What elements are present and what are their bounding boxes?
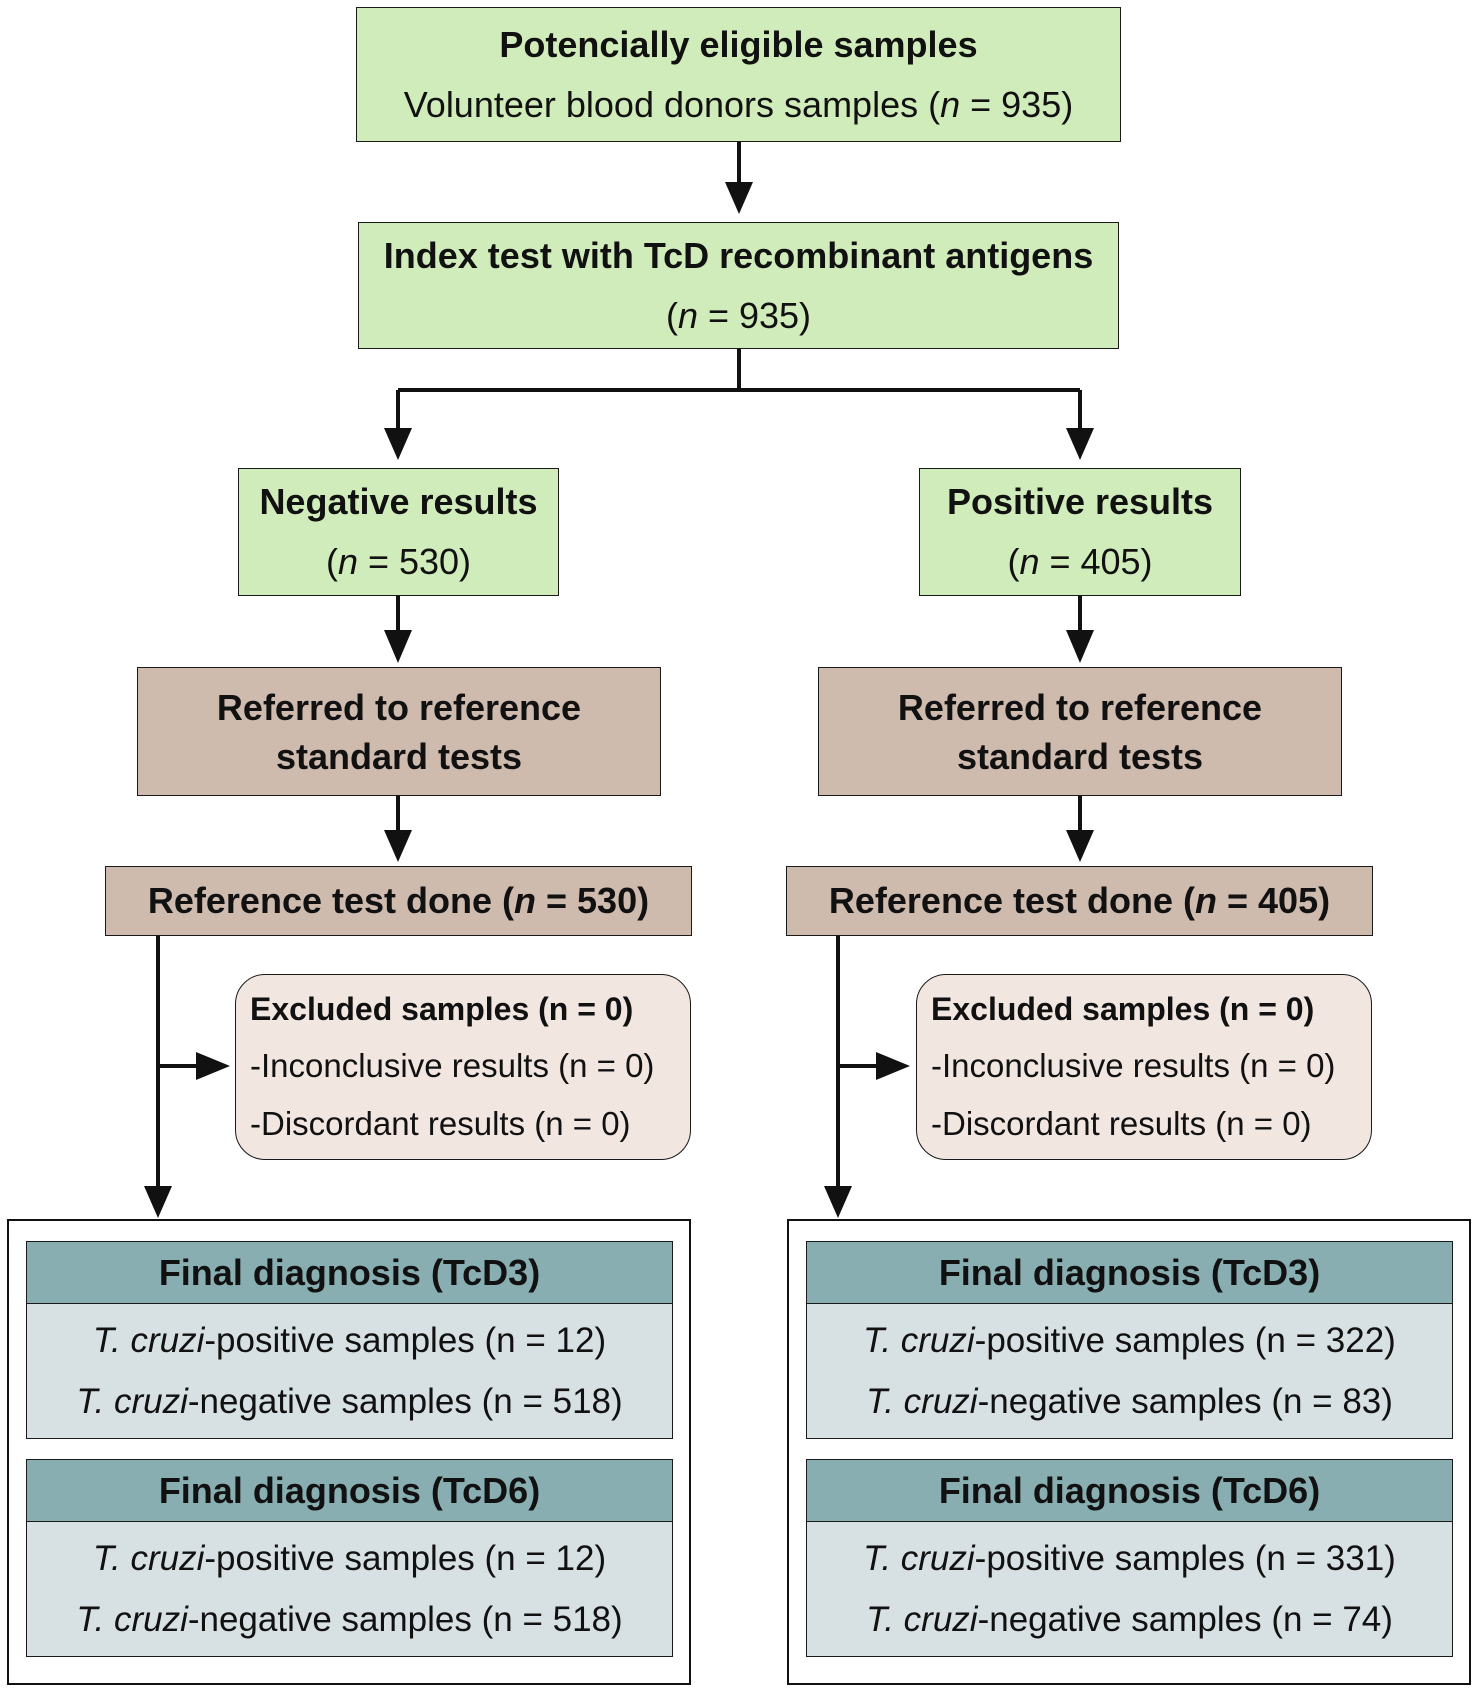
excluded-left-inconclusive: -Inconclusive results (n = 0)	[250, 1046, 655, 1084]
referred-right-box: Referred to reference standard tests	[818, 667, 1342, 796]
left-tcd3-positive: T. cruzi-positive samples (n = 12)	[92, 1321, 607, 1360]
ref-done-right-box: Reference test done (n = 405)	[786, 866, 1373, 936]
arrowhead	[725, 182, 753, 214]
arrowhead	[1066, 630, 1094, 663]
negative-title: Negative results	[259, 481, 538, 522]
left-tcd6-positive: T. cruzi-positive samples (n = 12)	[92, 1539, 607, 1578]
index-title: Index test with TcD recombinant antigens	[383, 234, 1094, 276]
left-tcd6-negative: T. cruzi-negative samples (n = 518)	[76, 1600, 623, 1639]
arrowhead	[384, 630, 412, 663]
left-tcd3-header: Final diagnosis (TcD3)	[26, 1241, 673, 1305]
arrowhead	[1066, 428, 1094, 460]
potential-count: Volunteer blood donors samples (n = 935)	[403, 83, 1074, 125]
excluded-right-inconclusive: -Inconclusive results (n = 0)	[931, 1046, 1336, 1084]
arrowhead	[384, 830, 412, 862]
referred-left-box: Referred to reference standard tests	[137, 667, 661, 796]
index-count: (n = 935)	[665, 294, 812, 336]
referred-right-line1: Referred to reference	[897, 686, 1263, 728]
excluded-right-discordant: -Discordant results (n = 0)	[931, 1104, 1312, 1142]
excluded-left-discordant: -Discordant results (n = 0)	[250, 1104, 631, 1142]
right-tcd3-body: T. cruzi-positive samples (n = 322) T. c…	[806, 1303, 1453, 1439]
referred-left-line1: Referred to reference	[216, 686, 582, 728]
ref-done-right-text: Reference test done (n = 405)	[828, 880, 1331, 921]
index-test-box: Index test with TcD recombinant antigens…	[358, 222, 1119, 349]
ref-done-left-box: Reference test done (n = 530)	[105, 866, 692, 936]
left-tcd6-header: Final diagnosis (TcD6)	[26, 1459, 673, 1523]
left-tcd6-body: T. cruzi-positive samples (n = 12) T. cr…	[26, 1521, 673, 1657]
excluded-left-title: Excluded samples (n = 0)	[250, 990, 634, 1027]
excluded-right-box: Excluded samples (n = 0) -Inconclusive r…	[916, 974, 1372, 1160]
arrowhead	[144, 1186, 172, 1218]
right-tcd3-positive: T. cruzi-positive samples (n = 322)	[863, 1321, 1396, 1360]
left-tcd3-body: T. cruzi-positive samples (n = 12) T. cr…	[26, 1303, 673, 1439]
arrowhead	[384, 428, 412, 460]
positive-count: (n = 405)	[1007, 541, 1153, 582]
right-tcd6-header: Final diagnosis (TcD6)	[806, 1459, 1453, 1523]
potential-title: Potencially eligible samples	[499, 23, 978, 65]
positive-title: Positive results	[946, 481, 1214, 522]
positive-results-box: Positive results (n = 405)	[919, 468, 1241, 596]
negative-results-box: Negative results (n = 530)	[238, 468, 559, 596]
excluded-right-title: Excluded samples (n = 0)	[931, 990, 1315, 1027]
right-tcd6-body: T. cruzi-positive samples (n = 331) T. c…	[806, 1521, 1453, 1657]
referred-left-line2: standard tests	[275, 735, 523, 777]
right-tcd3-header: Final diagnosis (TcD3)	[806, 1241, 1453, 1305]
right-tcd6-negative: T. cruzi-negative samples (n = 74)	[866, 1600, 1393, 1639]
arrowhead	[876, 1052, 910, 1080]
right-tcd3-negative: T. cruzi-negative samples (n = 83)	[866, 1382, 1393, 1421]
arrowhead	[1066, 830, 1094, 862]
referred-right-line2: standard tests	[956, 735, 1204, 777]
excluded-left-box: Excluded samples (n = 0) -Inconclusive r…	[235, 974, 691, 1160]
right-tcd6-positive: T. cruzi-positive samples (n = 331)	[863, 1539, 1396, 1578]
negative-count: (n = 530)	[325, 541, 472, 582]
arrowhead	[196, 1052, 230, 1080]
left-tcd3-negative: T. cruzi-negative samples (n = 518)	[76, 1382, 623, 1421]
potential-samples-box: Potencially eligible samples Volunteer b…	[356, 7, 1121, 142]
arrowhead	[824, 1186, 852, 1218]
ref-done-left-text: Reference test done (n = 530)	[147, 880, 650, 921]
